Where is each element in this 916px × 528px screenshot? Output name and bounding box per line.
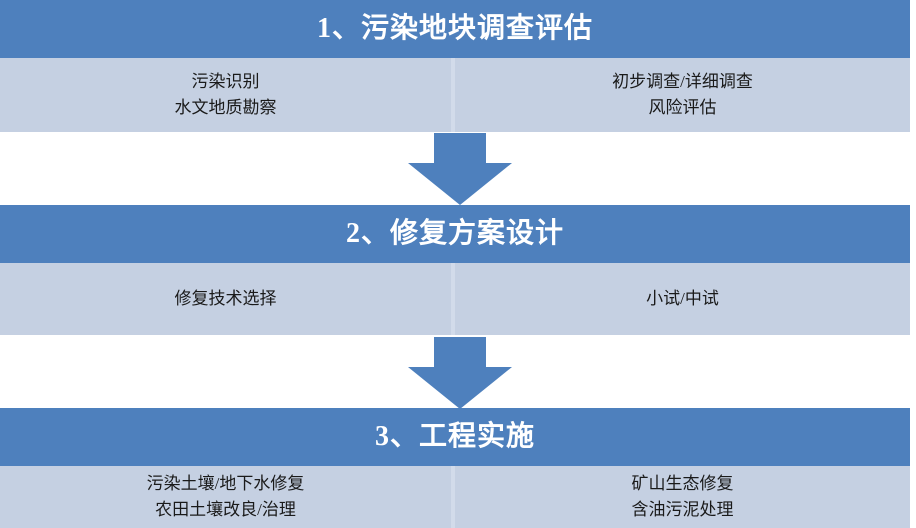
stage-3-left-column: 污染土壤/地下水修复 农田土壤改良/治理	[0, 466, 455, 528]
stage-1-right-line-2: 风险评估	[648, 98, 717, 117]
stage-2-right-column: 小试/中试	[455, 263, 910, 335]
stage-1-right-column: 初步调查/详细调查 风险评估	[455, 58, 910, 132]
connector-stage-1-to-2	[408, 133, 512, 205]
stage-3-right-line-1: 矿山生态修复	[631, 473, 734, 493]
stage-1: 1、污染地块调查评估 污染识别 水文地质勘察 初步调查/详细调查 风险评估	[0, 0, 910, 132]
down-arrow-icon	[408, 337, 512, 409]
down-arrow-icon	[408, 133, 512, 205]
stage-2-left-line-1: 修复技术选择	[174, 288, 277, 308]
stage-3-left-line-2: 农田土壤改良/治理	[155, 500, 296, 519]
stage-2-body: 修复技术选择 小试/中试	[0, 263, 910, 335]
stage-1-left-column: 污染识别 水文地质勘察	[0, 58, 455, 132]
stage-1-body: 污染识别 水文地质勘察 初步调查/详细调查 风险评估	[0, 58, 910, 132]
stage-3-left-line-1: 污染土壤/地下水修复	[146, 473, 305, 493]
connector-stage-2-to-3	[408, 337, 512, 409]
stage-1-left-line-2: 水文地质勘察	[174, 98, 277, 117]
stage-2-left-column: 修复技术选择	[0, 263, 455, 335]
stage-3-right-line-2: 含油污泥处理	[631, 500, 734, 519]
stage-1-left-line-1: 污染识别	[191, 71, 260, 91]
stage-2-right-line-1: 小试/中试	[646, 288, 719, 308]
stage-3-right-column: 矿山生态修复 含油污泥处理	[455, 466, 910, 528]
stage-1-right-line-1: 初步调查/详细调查	[612, 71, 753, 91]
stage-3-title: 3、工程实施	[374, 421, 535, 452]
stage-1-title: 1、污染地块调查评估	[316, 13, 593, 44]
stage-2-header: 2、修复方案设计	[0, 205, 910, 263]
stage-1-header: 1、污染地块调查评估	[0, 0, 910, 58]
stage-3: 3、工程实施 污染土壤/地下水修复 农田土壤改良/治理 矿山生态修复 含油污泥处…	[0, 408, 910, 528]
stage-2-title: 2、修复方案设计	[345, 218, 564, 249]
stage-2: 2、修复方案设计 修复技术选择 小试/中试	[0, 205, 910, 335]
stage-3-body: 污染土壤/地下水修复 农田土壤改良/治理 矿山生态修复 含油污泥处理	[0, 466, 910, 528]
stage-3-header: 3、工程实施	[0, 408, 910, 466]
